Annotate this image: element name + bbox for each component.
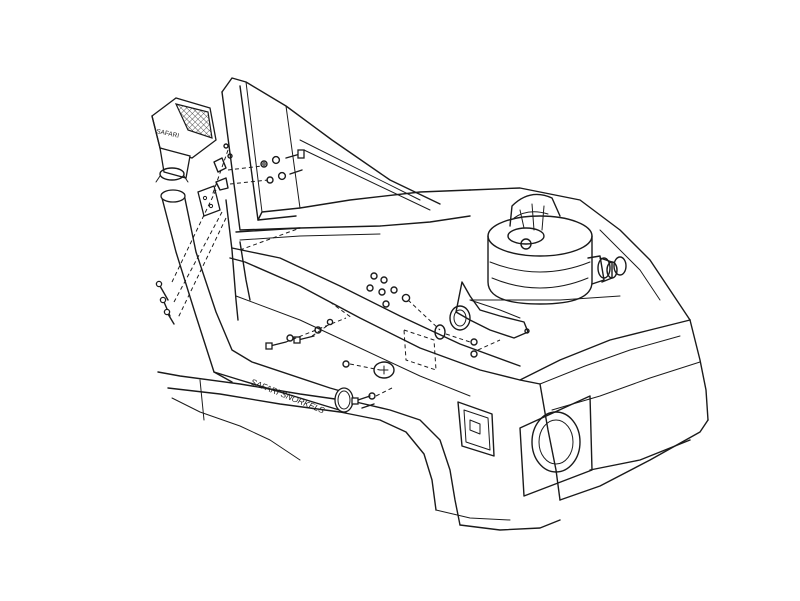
hose-clamp-a xyxy=(597,257,611,279)
fender-bolts-a xyxy=(265,318,376,400)
bolt-set-top xyxy=(223,143,305,184)
upper-clamp xyxy=(159,167,185,181)
screws-left xyxy=(155,280,175,325)
air-ram-head: SAFARI xyxy=(151,97,217,179)
lower-fasteners xyxy=(351,395,375,409)
template-cutout xyxy=(403,329,437,371)
headlight xyxy=(519,395,593,497)
hardware xyxy=(155,143,478,409)
a-pillar-bracket xyxy=(197,157,229,217)
snorkel: SAFARI SAFARI SNORKELS xyxy=(151,97,354,415)
assembly-guide-lines xyxy=(171,149,501,397)
fender-bolts-b xyxy=(366,272,478,358)
vehicle-body xyxy=(157,77,709,531)
fender-badge xyxy=(373,361,395,379)
hose-clamp-b xyxy=(613,256,627,276)
side-indicator xyxy=(457,401,495,457)
air-cleaner xyxy=(434,193,627,340)
head-label: SAFARI xyxy=(156,128,180,140)
